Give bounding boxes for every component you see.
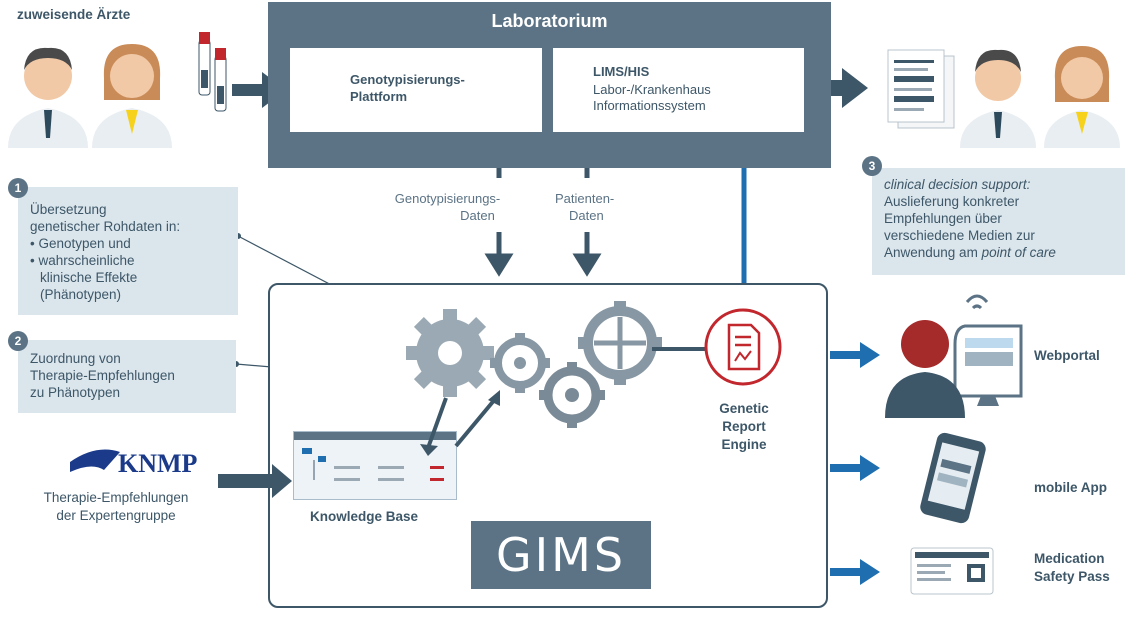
referring-doctors-label: zuweisende Ärzte xyxy=(17,7,131,22)
step-badge-3: 3 xyxy=(862,156,882,176)
genotyping-platform-line2: Plattform xyxy=(350,89,408,104)
note1-line: (Phänotypen) xyxy=(40,287,122,302)
patient-data-arrow xyxy=(572,232,602,277)
webportal-arrow xyxy=(830,342,880,368)
genotyping-platform-line1: Genotypisierungs- xyxy=(350,72,465,87)
mobile-app-arrow xyxy=(830,455,880,481)
note3-line: clinical decision support: xyxy=(884,177,1031,192)
report-engine-label-line: Genetic xyxy=(719,401,769,416)
step-badge-1: 1 xyxy=(8,178,28,198)
knowledge-base-label: Knowledge Base xyxy=(310,509,419,524)
gear-to-kb-arrow xyxy=(420,444,438,456)
safety-pass-card-icon xyxy=(910,547,994,595)
knmp-caption: Therapie-Empfehlungen der Expertengruppe xyxy=(16,489,216,525)
mobile-phone-icon xyxy=(920,432,986,524)
note2-line: Zuordnung von xyxy=(30,351,121,366)
knmp-logo-text: KNMP xyxy=(118,449,198,478)
note-raw-data-translation: Übersetzung genetischer Rohdaten in: • G… xyxy=(18,187,238,315)
note2-line: zu Phänotypen xyxy=(30,385,121,400)
doctor-male-icon xyxy=(8,47,88,148)
note3-line: Anwendung am point of care xyxy=(884,245,1056,260)
lims-sub-line2: Informationssystem xyxy=(593,98,706,113)
report-out-arrow xyxy=(806,68,868,108)
note3-line: Empfehlungen über xyxy=(884,211,1002,226)
note1-line: Übersetzung xyxy=(30,202,107,217)
note3-line: verschiedene Medien zur xyxy=(884,228,1035,243)
note1-line: genetischer Rohdaten in: xyxy=(30,219,181,234)
safety-pass-arrow xyxy=(830,559,880,585)
genotyping-platform-box: Genotypisierungs- Plattform xyxy=(290,48,542,132)
report-engine-label-line: Engine xyxy=(721,437,767,452)
note-therapy-mapping: Zuordnung von Therapie-Empfehlungen zu P… xyxy=(18,340,236,413)
report-engine-label: Genetic Report Engine xyxy=(712,400,776,454)
webportal-label: Webportal xyxy=(1034,348,1100,363)
note2-line: Therapie-Empfehlungen xyxy=(30,368,175,383)
genotyping-data-label-line2: Daten xyxy=(460,208,495,223)
note3-line: Auslieferung konkreter xyxy=(884,194,1020,209)
lims-sub-line1: Labor-/Krankenhaus xyxy=(593,82,711,97)
note1-line: • wahrscheinliche xyxy=(30,253,135,268)
doctor-female-icon xyxy=(1044,46,1120,148)
patient-data-label-line2: Daten xyxy=(569,208,604,223)
printed-report-icon xyxy=(887,49,955,129)
genotyping-data-arrow xyxy=(484,232,514,277)
report-engine-icon xyxy=(704,308,782,386)
mobile-app-label: mobile App xyxy=(1034,480,1107,495)
kb-to-gear-arrow xyxy=(488,390,500,406)
knmp-input-arrow xyxy=(218,464,292,498)
gear-icon xyxy=(406,309,494,397)
gear-icon xyxy=(490,333,550,393)
step-badge-2: 2 xyxy=(8,331,28,351)
report-engine-label-line: Report xyxy=(722,419,766,434)
genotyping-data-label: Genotypisierungs- Daten xyxy=(380,190,515,224)
genotyping-data-label-line1: Genotypisierungs- xyxy=(394,191,501,206)
safety-pass-label-line: Safety Pass xyxy=(1034,569,1110,584)
gims-logo: GIMS xyxy=(471,521,651,589)
gear-icon xyxy=(578,301,662,385)
note1-line: • Genotypen und xyxy=(30,236,131,251)
note1-line: klinische Effekte xyxy=(40,270,138,285)
safety-pass-label-line: Medication xyxy=(1034,551,1105,566)
laboratory-title: Laboratorium xyxy=(491,11,608,31)
knmp-caption-line1: Therapie-Empfehlungen xyxy=(43,490,189,505)
knmp-caption-line2: der Expertengruppe xyxy=(56,508,176,523)
patient-data-label-line1: Patienten- xyxy=(555,191,615,206)
doctor-male-icon xyxy=(960,49,1036,148)
note-clinical-decision-support: clinical decision support: Auslieferung … xyxy=(872,168,1125,275)
webportal-user-icon xyxy=(885,294,1023,418)
knowledge-base-icon xyxy=(294,432,456,481)
safety-pass-label: Medication Safety Pass xyxy=(1034,550,1110,586)
blood-sample-icon xyxy=(198,32,227,112)
patient-data-label: Patienten- Daten xyxy=(555,190,635,224)
knmp-logo-icon xyxy=(70,449,120,472)
lims-title: LIMS/HIS xyxy=(593,64,650,79)
gear-icon xyxy=(539,362,605,428)
doctor-female-icon xyxy=(92,44,172,148)
